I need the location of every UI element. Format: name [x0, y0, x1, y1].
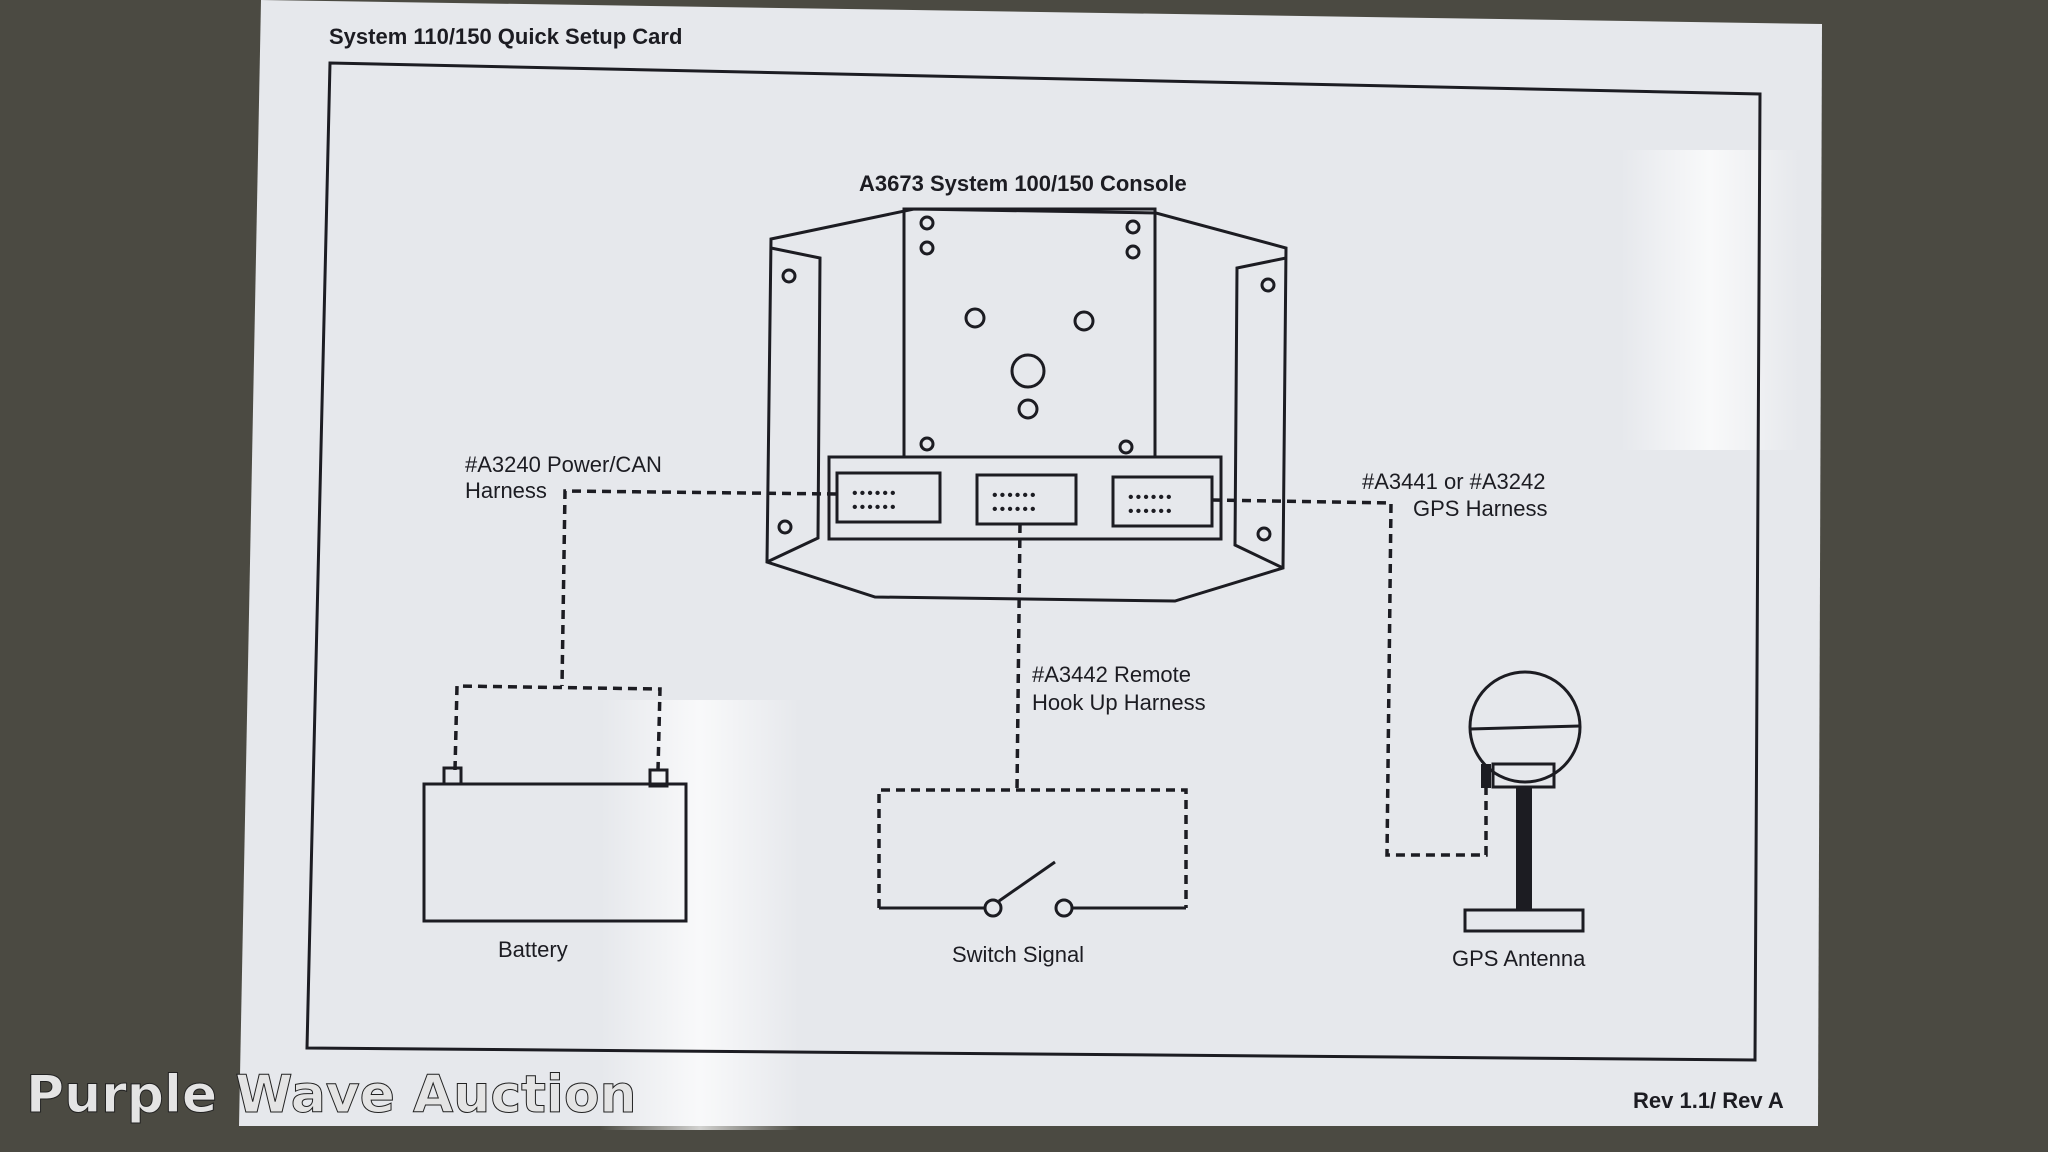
switch-signal-label: Switch Signal — [952, 942, 1084, 967]
svg-text:••••••: •••••• — [992, 487, 1038, 504]
svg-text:••••••: •••••• — [1128, 503, 1174, 520]
switch-drawing — [879, 860, 1186, 918]
gps-harness-label-2: GPS Harness — [1413, 496, 1548, 521]
console-label: A3673 System 100/150 Console — [859, 171, 1187, 196]
power-harness-label-1: #A3240 Power/CAN — [465, 452, 662, 477]
svg-text:••••••: •••••• — [852, 485, 898, 502]
remote-harness-label-2: Hook Up Harness — [1032, 690, 1206, 715]
battery-label: Battery — [498, 937, 568, 962]
card-title: System 110/150 Quick Setup Card — [329, 24, 682, 49]
console-drawing: •••••• •••••• •••••• •••••• •••••• •••••… — [765, 207, 1288, 603]
svg-text:••••••: •••••• — [1128, 489, 1174, 506]
glare-reflection-right — [1620, 150, 1800, 450]
revision-label: Rev 1.1/ Rev A — [1633, 1088, 1784, 1113]
gps-antenna-label: GPS Antenna — [1452, 946, 1586, 971]
power-harness-line — [560, 489, 837, 687]
svg-text:••••••: •••••• — [852, 499, 898, 516]
watermark: Purple Wave Auction — [26, 1065, 637, 1125]
remote-harness-label-1: #A3442 Remote — [1032, 662, 1191, 687]
svg-text:••••••: •••••• — [992, 501, 1038, 518]
switch-leads — [877, 788, 1188, 908]
glare-reflection — [600, 700, 800, 1130]
battery-drawing — [422, 766, 688, 923]
inner-frame — [305, 61, 1762, 1062]
gps-harness-label-1: #A3441 or #A3242 — [1362, 469, 1546, 494]
gps-antenna-drawing — [1463, 670, 1585, 933]
power-harness-label-2: Harness — [465, 478, 547, 503]
battery-leads — [453, 684, 662, 771]
gps-harness-line — [1211, 498, 1488, 857]
